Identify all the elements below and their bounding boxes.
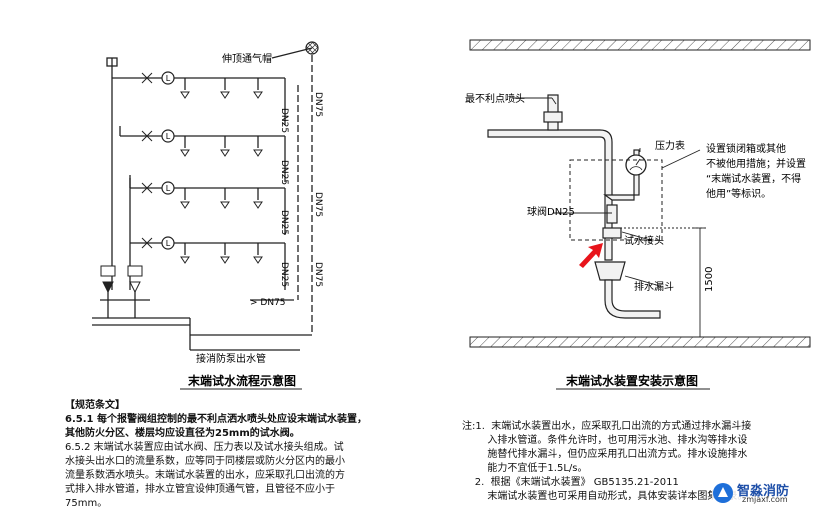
sprinkler-head-icon [220,256,230,264]
label-dn75: DN75 [313,92,323,117]
code-clause-block: 【规范条文】 6.5.1 每个报警阀组控制的最不利点洒水喷头处应设末端试水装置，… [65,399,405,511]
install-note-line: 他用”等标识。 [706,187,771,200]
sprinkler-head-icon [180,256,190,264]
watermark: 智淼消防 zmjaxf.com [712,478,832,508]
label-dn25: DN25 [279,262,289,287]
watermark-url: zmjaxf.com [742,495,788,504]
label-sprinkler: 最不利点喷头 [465,93,525,105]
flow-indicator-letter: L [166,132,171,141]
note-line: 2. 根据《末端试水装置》 GB5135.21-2011 [462,477,679,488]
sprinkler-head-icon [253,256,263,264]
alarm-valve-body-icon [100,265,116,277]
install-note-line: “末端试水装置，不得 [706,172,801,185]
note-line: 入排水管道。条件允许时，也可用污水池、排水沟等排水设 [462,435,748,446]
drain-pipe [604,279,661,319]
sprinkler-head-icon [180,149,190,157]
valve-icon [141,72,153,84]
left-flow-diagram [92,47,313,351]
valve-icon [141,130,153,142]
valve-icon [141,237,153,249]
label-dn75: DN75 [313,192,323,217]
label-dimension: 1500 [704,267,715,292]
sprinkler-heads [180,91,263,264]
label-dn25: DN25 [279,160,289,185]
notes-block: 注:1. 末端试水装置出水，应采取孔口出流的方式通过排水漏斗接 入排水管道。条件… [462,420,822,504]
flow-indicator-icon [161,181,175,195]
left-diagram-caption: 末端试水流程示意图 [188,373,296,388]
note-line: 注:1. 末端试水装置出水，应采取孔口出流的方式通过排水漏斗接 [462,421,752,432]
vent-cap-icon [305,41,319,55]
sprinkler-head-icon [253,149,263,157]
clause-6-5-2-line: 流量系数洒水喷头。末端试水装置的出水，应采取孔口出流的方 [65,470,345,481]
ceiling-slab [469,39,811,51]
clause-6-5-2-line: 6.5.2 末端试水装置应由试水阀、压力表以及试水接头组成。试 [65,442,344,453]
branch-line-1 [112,77,286,125]
clause-6-5-2-line: 水接头出水口的流量系数，应等同于同楼层或防火分区内的最小 [65,456,345,467]
red-arrow-icon [579,243,603,268]
flow-indicator-icon [161,129,175,143]
flow-indicators: L L L L [161,71,175,250]
flow-indicator-letter: L [166,184,171,193]
lock-box-outline [569,159,663,241]
label-vent-cap: 伸顶通气帽 [222,52,272,65]
sprinkler-head-icon [220,149,230,157]
drain-funnel-icon [594,261,626,281]
valve-symbols [100,72,153,294]
watermark-brand: 智淼消防 [737,484,790,499]
sprinkler-head-icon [180,91,190,99]
floor-slab [469,336,811,348]
horizontal-pipe [487,129,613,261]
label-ball-valve: 球阀DN25 [527,205,575,218]
clause-6-5-2-line: 式排入排水管道，排水立管宜设伸顶通气管，且管径不应小于 [65,484,335,495]
sprinkler-head-icon [220,91,230,99]
clause-6-5-1-line: 6.5.1 每个报警阀组控制的最不利点洒水喷头处应设末端试水装置， [65,414,367,425]
clause-6-5-1-line: 其他防火分区、楼层均应设直径为25mm的试水阀。 [65,428,300,439]
note-line: 能力不宜低于1.5L/s。 [462,463,588,474]
flow-indicator-icon [161,236,175,250]
flow-indicator-letter: L [166,74,171,83]
sprinkler-head-icon [253,91,263,99]
label-drain-funnel: 排水漏斗 [634,280,674,293]
sprinkler-head-icon [220,201,230,209]
branch-line-4 [130,242,286,290]
alarm-valve-icon [102,281,114,294]
branch-line-3 [129,175,286,235]
label-dn75: DN75 [313,262,323,287]
label-test-joint: 试水接头 [624,234,664,247]
code-clause-heading: 【规范条文】 [65,400,125,411]
note-line: 施替代排水漏斗，但仍应采用孔口出流方式。排水设施排水 [462,449,748,460]
sprinkler-head-icon [180,201,190,209]
flow-indicator-letter: L [166,239,171,248]
clause-6-5-2-line: 75mm。 [65,498,108,509]
label-dn75-bottom: > DN75 [250,298,286,308]
right-install-diagram: 最不利点喷头 压力表 球阀DN25 试水接头 排水漏斗 1500 设置锁闭箱或其… [465,39,811,390]
label-dn25: DN25 [279,108,289,133]
watermark-logo-icon [713,483,733,503]
note-line: 末端试水装置也可采用自动形式，具体安装详本图集附录。 [462,491,748,502]
valve-icon [141,182,153,194]
install-note-line: 设置锁闭箱或其他 [706,142,786,155]
alarm-valve-icon [129,281,141,294]
label-pressure-gauge: 压力表 [655,139,685,152]
label-dn25: DN25 [279,210,289,235]
alarm-valve-body-icon [127,265,143,277]
label-pump-outlet: 接消防泵出水管 [196,352,266,365]
install-note-line: 不被他用措施；并设置 [706,157,806,170]
sprinkler-head-icon [253,201,263,209]
right-diagram-caption: 末端试水装置安装示意图 [566,373,698,388]
flow-indicator-icon [161,71,175,85]
